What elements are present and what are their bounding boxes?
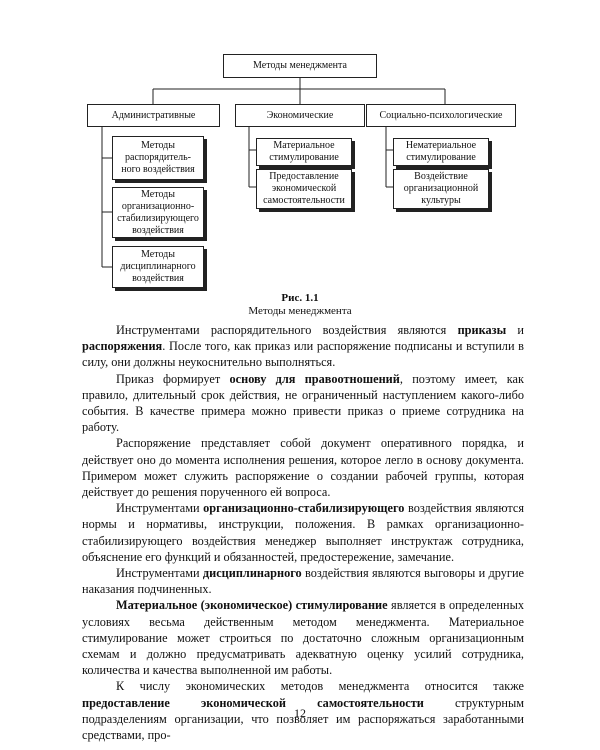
bold-term: основу для правоотношений (229, 371, 400, 386)
page-number: 12 (294, 706, 306, 720)
item-economic-1: Материальное стимулирование (256, 138, 352, 166)
text-run: , поэтому имеет, как правило, длительный… (82, 371, 524, 435)
item-economic-2: Предоставление экономической самостоятел… (256, 169, 352, 209)
paragraph: Распоряжение представляет собой документ… (82, 435, 524, 500)
bold-term: предоставление экономической самостоятел… (82, 695, 424, 710)
paragraph: Инструментами организационно-стабилизиру… (82, 500, 524, 565)
text-run: и (506, 323, 525, 337)
text-run: воздействия являются нормы и нормативы, … (82, 501, 524, 564)
item-administrative-3: Методы дисциплинарного воздействия (112, 246, 204, 288)
paragraph: Материальное (экономическое) стимулирова… (82, 597, 524, 678)
figure-number: Рис. 1.1 (281, 292, 319, 304)
body-text: Инструментами распорядительного воздейст… (82, 322, 524, 743)
text-run: воздействия являются выговоры и другие н… (82, 566, 524, 597)
text-run: является в определенных условиях весьма … (82, 598, 524, 678)
bold-term: организационно-стабилизирующего (203, 501, 405, 516)
group-sociopsych: Социально-психологические (366, 104, 516, 127)
bold-term: распоряжения (82, 339, 163, 354)
item-administrative-1: Методы распорядитель-ного воздействия (112, 136, 204, 180)
diagram-connectors (101, 78, 446, 268)
bold-term: дисциплинарного (202, 566, 302, 581)
item-administrative-2: Методы организационно-стабилизирующего в… (112, 187, 204, 238)
item-sociopsych-1: Нематериальное стимулирование (393, 138, 489, 166)
text-run: Приказ формирует (116, 371, 230, 386)
bold-term: Материальное (экономическое) стимулирова… (116, 598, 388, 613)
text-run: Распоряжение представляет собой документ… (82, 436, 524, 500)
paragraph: Приказ формирует основу для правоотношен… (82, 371, 524, 436)
text-run: К числу экономических методов менеджмент… (116, 679, 524, 694)
paragraph: К числу экономических методов менеджмент… (82, 678, 524, 743)
text-run: структурным подразделениям организации, … (82, 695, 525, 743)
text-run: Инструментами распорядительного воздейст… (116, 323, 458, 337)
root-box: Методы менеджмента (223, 54, 377, 78)
text-run: . После того, как приказ или распоряжени… (82, 339, 524, 370)
paragraph: Инструментами дисциплинарного воздействи… (82, 565, 524, 597)
group-economic: Экономические (235, 104, 365, 127)
group-administrative: Административные (87, 104, 220, 127)
figure-title: Методы менеджмента (248, 305, 352, 317)
item-sociopsych-2: Воздействие организационной культуры (393, 169, 489, 209)
bold-term: приказы (457, 323, 507, 337)
text-run: Инструментами (116, 501, 204, 516)
paragraph: Инструментами распорядительного воздейст… (82, 322, 524, 371)
text-run: Инструментами (116, 566, 203, 581)
